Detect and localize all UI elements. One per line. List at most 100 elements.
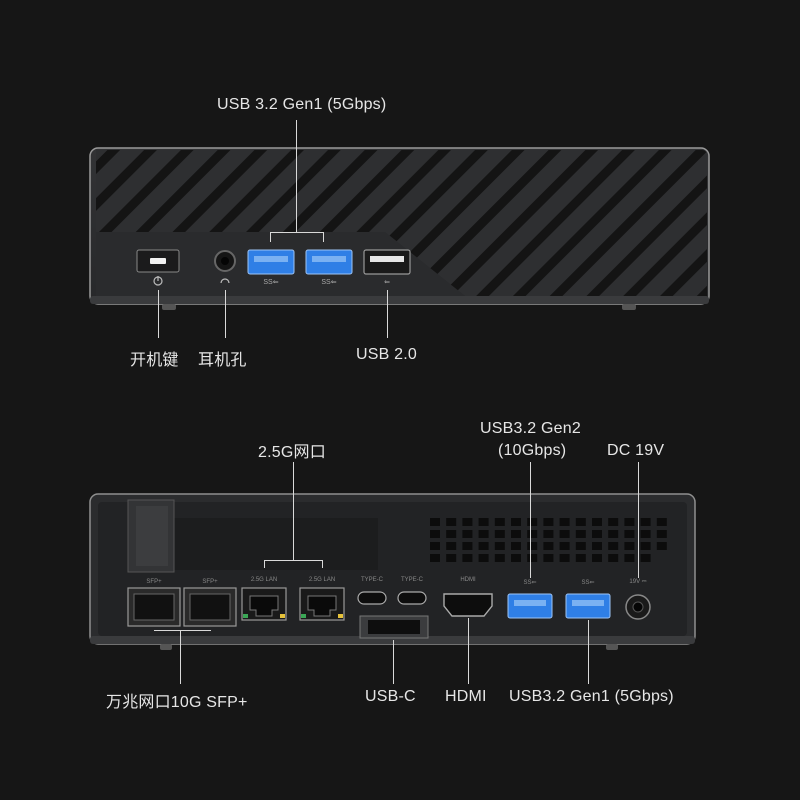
svg-text:SS⇐: SS⇐ xyxy=(263,279,278,286)
dc-print: 19V ⎓ xyxy=(629,579,646,585)
vent-slot xyxy=(478,542,489,550)
leader-usb20 xyxy=(387,290,388,338)
vent-slot xyxy=(624,554,635,562)
leader-sfp-bracket xyxy=(154,630,211,631)
vent-slot xyxy=(446,518,457,526)
leader-lan-right xyxy=(322,560,323,568)
vent-slot xyxy=(446,554,457,562)
leader-lan-left xyxy=(264,560,265,568)
leader-usbc xyxy=(393,640,394,684)
vent-slot xyxy=(592,518,602,526)
leader-usb-gen2 xyxy=(530,462,531,578)
label-lan: 2.5G网口 xyxy=(258,444,326,461)
sfp2-print: SFP+ xyxy=(202,579,218,585)
vent-slot xyxy=(559,554,570,562)
vent-slot xyxy=(430,542,440,550)
vent-slot xyxy=(430,518,440,526)
leader-usb32-bracket xyxy=(270,232,324,233)
rear-typec-ports: TYPE-C TYPE-C xyxy=(357,577,429,639)
vent-slot xyxy=(656,542,667,550)
leader-usb-gen1 xyxy=(588,620,589,684)
vent-slot xyxy=(494,542,505,550)
vent-slot xyxy=(559,518,570,526)
vent-slot xyxy=(430,554,440,562)
front-audio-jack xyxy=(214,250,236,284)
svg-text:SS⇐: SS⇐ xyxy=(321,279,336,286)
label-front-usb32-gen1: USB 3.2 Gen1 (5Gbps) xyxy=(217,96,387,113)
label-usb20: USB 2.0 xyxy=(356,346,417,363)
rear-dc-jack: 19V ⎓ xyxy=(625,579,651,620)
vent-slot xyxy=(446,530,457,538)
vent-slot xyxy=(430,530,440,538)
label-hdmi: HDMI xyxy=(445,688,487,705)
vent-slot xyxy=(592,554,602,562)
leader-usb32-left xyxy=(270,232,271,242)
leader-sfp xyxy=(180,630,181,684)
svg-text:SS⇐: SS⇐ xyxy=(581,580,594,586)
leader-lan-top xyxy=(293,462,294,560)
vent-slot xyxy=(511,530,521,538)
leader-usb32-top xyxy=(296,120,297,232)
vent-slot xyxy=(640,542,651,550)
sfp1-print: SFP+ xyxy=(146,579,162,585)
rear-usb3-gen2-port: SS⇐ xyxy=(507,580,553,619)
rear-vent-grid xyxy=(430,518,667,562)
rear-sfp-ports: SFP+ SFP+ xyxy=(127,579,237,627)
front-usb3-port-2: SS⇐ xyxy=(305,249,353,286)
vent-slot xyxy=(608,542,619,550)
leader-dc xyxy=(638,462,639,578)
front-usb2-port: ⇐ xyxy=(363,249,411,286)
vent-slot xyxy=(446,542,457,550)
vent-slot xyxy=(478,530,489,538)
vent-slot xyxy=(478,518,489,526)
label-sfp: 万兆网口10G SFP+ xyxy=(106,694,248,711)
vent-slot xyxy=(511,554,521,562)
vent-slot xyxy=(511,542,521,550)
vent-slot xyxy=(527,518,538,526)
vent-slot xyxy=(494,518,505,526)
typec1-print: TYPE-C xyxy=(361,577,384,583)
label-usb32-gen2-speed: (10Gbps) xyxy=(498,442,567,459)
vent-slot xyxy=(640,530,651,538)
vent-slot xyxy=(559,530,570,538)
vent-slot xyxy=(559,542,570,550)
label-dc: DC 19V xyxy=(607,442,665,459)
vent-slot xyxy=(608,554,619,562)
leader-usb32-right xyxy=(323,232,324,242)
vent-slot xyxy=(511,518,521,526)
vent-slot xyxy=(462,542,473,550)
vent-slot xyxy=(527,542,538,550)
vent-slot xyxy=(575,518,586,526)
vent-slot xyxy=(462,518,473,526)
vent-slot xyxy=(656,530,667,538)
label-power-button: 开机键 xyxy=(130,352,179,369)
vent-slot xyxy=(543,554,554,562)
label-audio-jack: 耳机孔 xyxy=(198,352,247,369)
front-power-button xyxy=(136,249,180,286)
vent-slot xyxy=(624,542,635,550)
vent-slot xyxy=(527,554,538,562)
rear-usb3-gen1-port: SS⇐ xyxy=(565,580,611,619)
front-usb3-port-1: SS⇐ xyxy=(247,249,295,286)
vent-slot xyxy=(640,518,651,526)
vent-slot xyxy=(575,554,586,562)
front-chassis xyxy=(89,147,710,310)
vent-slot xyxy=(624,530,635,538)
leader-audio xyxy=(225,290,226,338)
vent-slot xyxy=(575,530,586,538)
vent-slot xyxy=(608,518,619,526)
vent-slot xyxy=(462,530,473,538)
vent-slot xyxy=(656,518,667,526)
vent-slot xyxy=(543,542,554,550)
label-usb32-gen1-rear: USB3.2 Gen1 (5Gbps) xyxy=(509,688,674,705)
leader-power xyxy=(158,290,159,338)
rear-hdmi-port: HDMI xyxy=(443,577,493,617)
vent-slot xyxy=(640,554,651,562)
vent-slot xyxy=(592,542,602,550)
leader-hdmi xyxy=(468,618,469,684)
lan2-print: 2.5G LAN xyxy=(309,577,335,583)
hdmi-print: HDMI xyxy=(460,577,476,583)
label-usbc: USB-C xyxy=(365,688,416,705)
vent-slot xyxy=(527,530,538,538)
